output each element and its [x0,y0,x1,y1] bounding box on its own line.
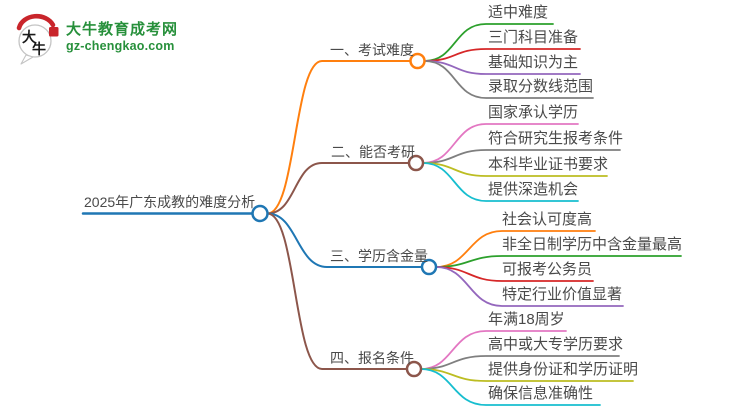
leaf-1-4-connector [423,60,594,99]
logo-char-2: 牛 [32,41,46,58]
root-node-circle[interactable] [251,204,269,223]
root-node-label: 2025年广东成教的难度分析 [84,194,256,210]
leaf-1-4-label: 录取分数线范围 [488,78,594,95]
branch-4-connector [266,212,408,370]
branch-3-connector [266,212,423,268]
leaf-2-1-label: 国家承认学历 [488,104,579,121]
branch-3-node-circle[interactable] [420,258,438,276]
leaf-2-3-label: 本科毕业证书要求 [488,156,609,173]
leaf-3-3-label: 可报考公务员 [502,261,593,278]
logo-domain: gz-chengkao.com [66,38,175,53]
branch-2-node-circle[interactable] [407,154,425,172]
leaf-3-2-label: 非全日制学历中含金量最高 [502,236,683,253]
leaf-1-1-connector [423,23,554,62]
logo-title: 大牛教育成考网 [66,21,179,38]
leaf-2-1-connector [422,123,579,164]
site-logo: 大 牛 大牛教育成考网 gz-chengkao.com [14,12,178,66]
leaf-4-2-label: 高中或大专学历要求 [488,336,624,353]
leaf-4-1-connector [420,330,567,370]
leaf-4-1-label: 年满18周岁 [488,311,565,328]
branch-1-connector [266,60,412,215]
branch-4-node-circle[interactable] [405,360,423,378]
leaf-3-1-connector [435,230,596,268]
leaf-1-2-label: 三门科目准备 [488,29,579,46]
leaf-4-4-label: 确保信息准确性 [488,385,594,402]
branch-2-label: 二、能否考研 [331,144,415,160]
branch-3-label: 三、学历含金量 [330,248,428,264]
logo-char-1: 大 [22,29,36,46]
daniu-bubble-icon: 大 牛 [16,13,59,65]
logo-red-arc [16,13,56,31]
leaf-3-1-label: 社会认可度高 [502,211,593,228]
leaf-1-1-label: 适中难度 [488,4,549,21]
leaf-1-3-label: 基础知识为主 [488,54,579,71]
leaf-2-4-label: 提供深造机会 [488,181,579,198]
logo-red-seal [49,27,59,37]
leaf-3-4-label: 特定行业价值显著 [502,286,623,303]
leaf-3-4-connector [435,266,624,307]
branch-2-connector [266,162,410,215]
branch-1-node-circle[interactable] [409,52,426,70]
leaf-4-4-connector [420,368,601,406]
branch-4-label: 四、报名条件 [330,350,414,366]
leaf-2-2-label: 符合研究生报考条件 [488,130,624,147]
leaf-4-3-label: 提供身份证和学历证明 [488,361,639,378]
branch-1-label: 一、考试难度 [330,42,414,58]
leaf-2-4-connector [422,162,579,202]
